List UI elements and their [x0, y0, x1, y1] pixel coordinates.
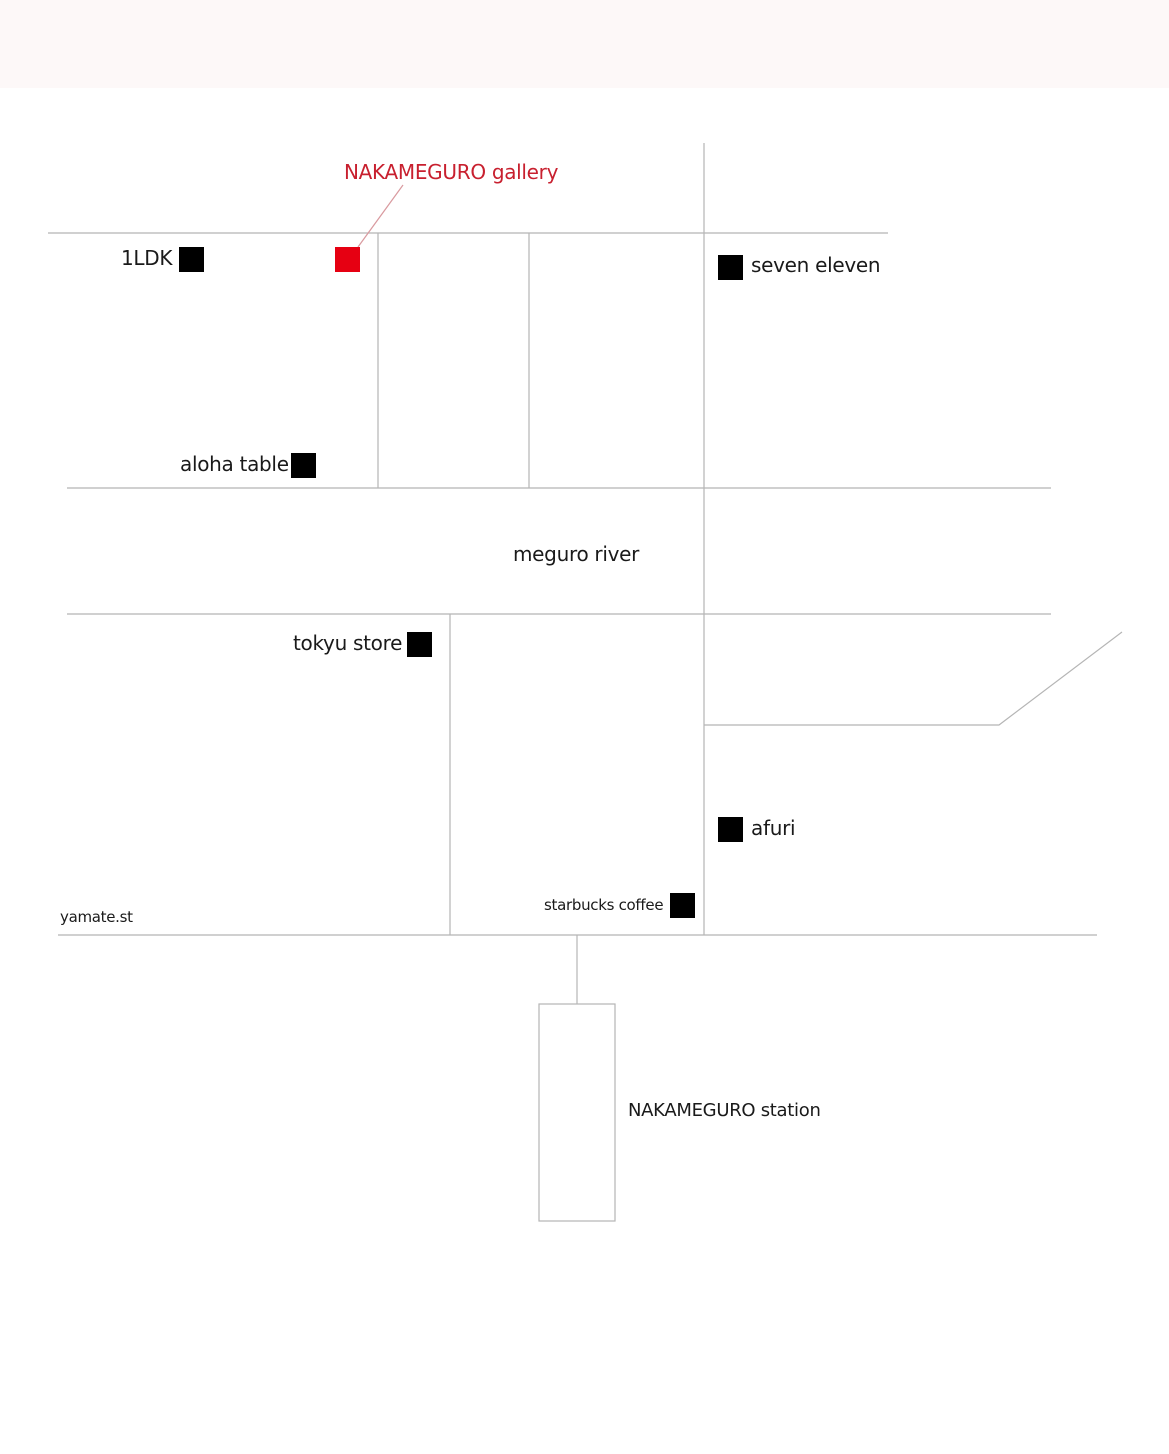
- top-band: [0, 0, 1169, 88]
- place-marker-aloha-table: [291, 453, 316, 478]
- place-label-tokyu-store: tokyu store: [293, 631, 403, 655]
- road-right-branch: [704, 631, 1123, 726]
- gallery-marker: [335, 247, 360, 272]
- place-marker-tokyu-store: [407, 632, 432, 657]
- river-label: meguro river: [513, 542, 640, 566]
- place-label-1ldk: 1LDK: [121, 246, 173, 270]
- place-label-seven-eleven: seven eleven: [751, 253, 881, 277]
- place-label-afuri: afuri: [751, 816, 796, 840]
- gallery-label: NAKAMEGURO gallery: [344, 160, 559, 184]
- place-label-starbucks-coffee: starbucks coffee: [544, 896, 664, 914]
- place-marker-seven-eleven: [718, 255, 743, 280]
- place-marker-1ldk: [179, 247, 204, 272]
- place-label-aloha-table: aloha table: [180, 452, 289, 476]
- place-marker-afuri: [718, 817, 743, 842]
- street-label-yamate: yamate.st: [60, 908, 133, 926]
- station-label: NAKAMEGURO station: [628, 1100, 821, 1121]
- station-building: [538, 1003, 616, 1222]
- place-marker-starbucks-coffee: [670, 893, 695, 918]
- gallery-leader-line: [357, 184, 404, 248]
